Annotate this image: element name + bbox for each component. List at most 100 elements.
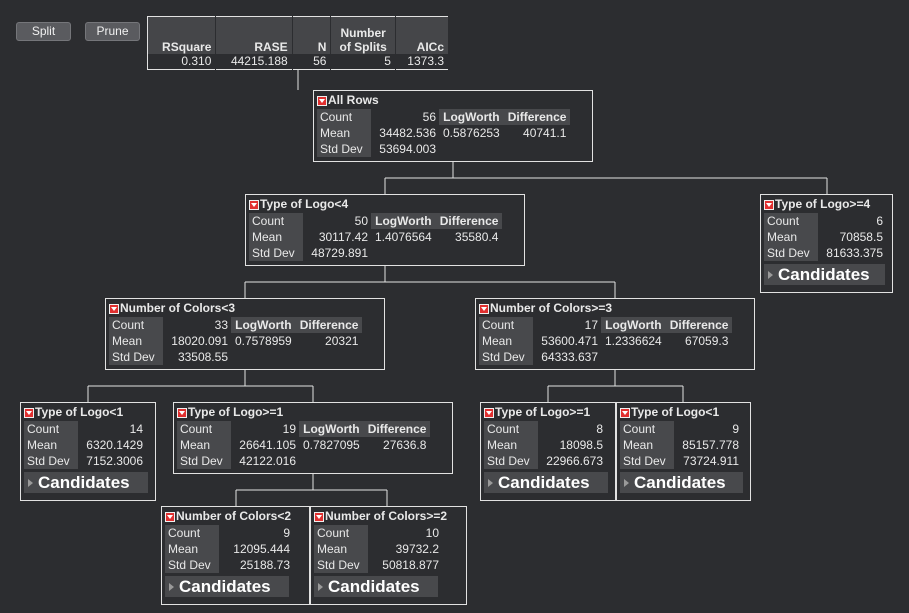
mean-value: 85157.778 [674,437,742,453]
summary-value: 5 [330,54,396,70]
count-value: 9 [674,421,742,437]
std-dev-label: Std Dev [177,453,231,469]
node-title: Number of Colors<2 [176,509,292,523]
disclosure-triangle-icon [169,582,174,591]
red-triangle-menu-icon[interactable] [620,407,630,418]
difference-header: Difference [435,213,503,229]
mean-label: Mean [479,333,533,349]
count-value: 14 [78,421,146,437]
logworth-value: 0.7827095 [303,438,360,452]
red-triangle-menu-icon[interactable] [249,199,259,210]
count-value: 33 [163,317,231,333]
candidates-disclosure[interactable]: Candidates [314,576,438,597]
std-dev-value: 48729.891 [303,245,371,261]
mean-value: 18098.5 [538,437,606,453]
count-label: Count [764,213,818,229]
summary-value: 0.310 [147,54,217,70]
count-value: 10 [368,525,442,541]
candidates-disclosure[interactable]: Candidates [764,264,885,285]
node-title: Type of Logo<4 [260,197,349,211]
mean-value: 18020.091 [163,333,231,349]
summary-table: RSquare RASE N Number of Splits AICc 0.3… [147,16,450,70]
std-dev-value: 22966.673 [538,453,606,469]
candidates-label: Candidates [328,576,420,596]
red-triangle-menu-icon[interactable] [314,511,324,522]
count-value: 8 [538,421,606,437]
difference-value: 27636.8 [383,438,427,452]
logworth-header: LogWorth [371,213,436,229]
candidates-label: Candidates [498,472,590,492]
mean-label: Mean [620,437,674,453]
mean-label: Mean [24,437,78,453]
difference-header: Difference [503,109,571,125]
prune-button[interactable]: Prune [85,22,140,41]
std-dev-label: Std Dev [314,557,368,573]
candidates-label: Candidates [179,576,271,596]
summary-value: 1373.3 [395,54,450,70]
count-label: Count [317,109,371,125]
red-triangle-menu-icon[interactable] [165,511,175,522]
difference-header: Difference [295,317,363,333]
red-triangle-menu-icon[interactable] [24,407,34,418]
mean-label: Mean [764,229,818,245]
candidates-disclosure[interactable]: Candidates [484,472,608,493]
count-label: Count [314,525,368,541]
mean-value: 39732.2 [368,541,442,557]
node-title: Type of Logo>=1 [188,405,284,419]
candidates-label: Candidates [778,264,870,284]
std-dev-value: 81633.375 [818,245,886,261]
node-title: Type of Logo>=1 [495,405,591,419]
split-button[interactable]: Split [16,22,71,41]
std-dev-label: Std Dev [479,349,533,365]
count-value: 9 [219,525,293,541]
summary-header: RASE [215,16,293,54]
count-value: 19 [231,421,299,437]
disclosure-triangle-icon [318,582,323,591]
std-dev-label: Std Dev [109,349,163,365]
std-dev-label: Std Dev [764,245,818,261]
candidates-label: Candidates [634,472,726,492]
node-title: Number of Colors<3 [120,301,236,315]
candidates-disclosure[interactable]: Candidates [620,472,743,493]
logworth-header: LogWorth [601,317,666,333]
red-triangle-menu-icon[interactable] [177,407,187,418]
red-triangle-menu-icon[interactable] [317,95,327,106]
logworth-value: 1.4076564 [375,230,432,244]
red-triangle-menu-icon[interactable] [479,303,489,314]
red-triangle-menu-icon[interactable] [764,199,774,210]
node-title: Number of Colors>=2 [325,509,448,523]
std-dev-label: Std Dev [317,141,371,157]
mean-label: Mean [165,541,219,557]
logworth-header: LogWorth [439,109,504,125]
std-dev-value: 53694.003 [371,141,439,157]
candidates-disclosure[interactable]: Candidates [24,472,148,493]
count-value: 17 [533,317,601,333]
mean-value: 12095.444 [219,541,293,557]
count-label: Count [24,421,78,437]
candidates-disclosure[interactable]: Candidates [165,576,289,597]
red-triangle-menu-icon[interactable] [484,407,494,418]
std-dev-label: Std Dev [24,453,78,469]
difference-value: 40741.1 [523,126,567,140]
mean-label: Mean [249,229,303,245]
red-triangle-menu-icon[interactable] [109,303,119,314]
difference-value: 67059.3 [685,334,729,348]
mean-value: 53600.471 [533,333,601,349]
std-dev-label: Std Dev [165,557,219,573]
summary-value-row: 0.310 44215.188 56 5 1373.3 [147,54,450,70]
